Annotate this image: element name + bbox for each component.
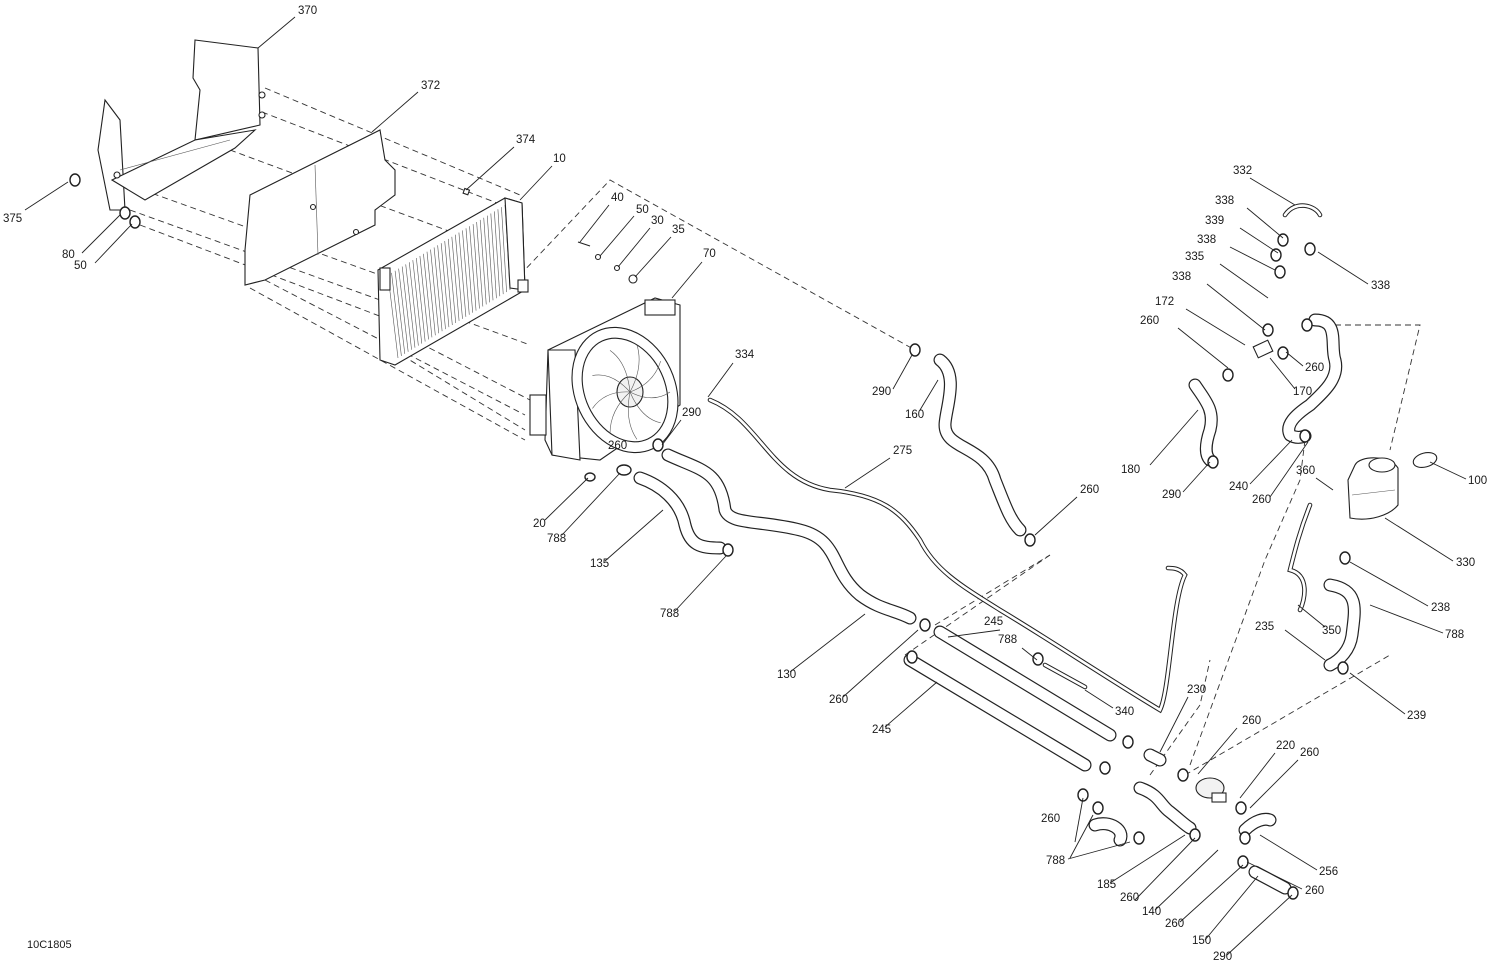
fan-assembly-70 xyxy=(529,297,681,461)
callout-239: 239 xyxy=(1407,710,1426,722)
callout-260-140-right: 260 xyxy=(1305,885,1324,897)
callout-330: 330 xyxy=(1456,557,1475,569)
callout-788-fan: 788 xyxy=(547,533,566,545)
callout-238: 238 xyxy=(1431,602,1450,614)
callout-290-180: 290 xyxy=(1162,489,1181,501)
callout-290-top: 290 xyxy=(872,386,891,398)
callout-350: 350 xyxy=(1322,625,1341,637)
callout-260-therm-right: 260 xyxy=(1300,747,1319,759)
drawing-id: 10C1805 xyxy=(27,939,72,951)
callout-370: 370 xyxy=(298,5,317,17)
hardware-40-50-30-35 xyxy=(577,241,638,284)
callout-260-172: 260 xyxy=(1140,315,1159,327)
callout-20: 20 xyxy=(533,518,546,530)
callout-245-lower: 245 xyxy=(872,724,891,736)
callout-338-c: 338 xyxy=(1172,271,1191,283)
radiator-fins xyxy=(387,204,511,359)
callout-788-pipe: 788 xyxy=(998,634,1017,646)
reservoir-330 xyxy=(1347,452,1438,520)
callout-220: 220 xyxy=(1276,740,1295,752)
callout-360: 360 xyxy=(1296,465,1315,477)
callout-788-res: 788 xyxy=(1445,629,1464,641)
callout-340: 340 xyxy=(1115,706,1134,718)
callout-70: 70 xyxy=(703,248,716,260)
callout-788-hose: 788 xyxy=(660,608,679,620)
callout-80: 80 xyxy=(62,249,75,261)
callout-135: 135 xyxy=(590,558,609,570)
callout-260-130: 260 xyxy=(829,694,848,706)
callout-160: 160 xyxy=(905,409,924,421)
radiator-10 xyxy=(377,197,529,366)
callout-40: 40 xyxy=(611,192,624,204)
callout-240: 240 xyxy=(1229,481,1248,493)
callout-260-240: 260 xyxy=(1305,362,1324,374)
callout-172: 172 xyxy=(1155,296,1174,308)
thermostat-220 xyxy=(1195,777,1227,803)
callout-375: 375 xyxy=(3,213,22,225)
callout-260-lower-left: 260 xyxy=(1041,813,1060,825)
callout-290-bottom: 290 xyxy=(1213,951,1232,963)
callout-374: 374 xyxy=(516,134,536,146)
callout-235: 235 xyxy=(1255,621,1274,633)
callout-150: 150 xyxy=(1192,935,1211,947)
callout-335: 335 xyxy=(1185,251,1204,263)
shroud-372 xyxy=(244,129,396,286)
callout-372: 372 xyxy=(421,80,440,92)
callout-50-left: 50 xyxy=(74,260,87,272)
callout-230: 230 xyxy=(1187,684,1206,696)
callout-260-150: 260 xyxy=(1165,918,1184,930)
callout-338-b: 338 xyxy=(1197,234,1216,246)
callout-140: 140 xyxy=(1142,906,1161,918)
callout-290-fan: 290 xyxy=(682,407,701,419)
callout-334: 334 xyxy=(735,349,755,361)
callout-332: 332 xyxy=(1233,165,1252,177)
callout-35: 35 xyxy=(672,224,685,236)
callout-256: 256 xyxy=(1319,866,1338,878)
fan-blades xyxy=(592,344,671,440)
clamps xyxy=(69,173,1351,900)
callout-260-160: 260 xyxy=(1080,484,1099,496)
callout-245-upper: 245 xyxy=(984,616,1003,628)
leader-lines xyxy=(24,16,1467,956)
thin-tubes xyxy=(707,203,1323,714)
callout-260-therm-top: 260 xyxy=(1242,715,1261,727)
callout-170: 170 xyxy=(1293,386,1312,398)
connector-170 xyxy=(1252,339,1274,359)
callout-338-d: 338 xyxy=(1371,280,1390,292)
callout-788-lower: 788 xyxy=(1046,855,1065,867)
callout-30: 30 xyxy=(651,215,664,227)
hoses xyxy=(633,313,1361,895)
callout-labels: 370 372 374 10 375 80 50 40 50 30 35 70 … xyxy=(3,5,1487,963)
callout-130: 130 xyxy=(777,669,796,681)
callout-260-185: 260 xyxy=(1120,892,1139,904)
fittings-20-788 xyxy=(584,464,632,482)
callout-100: 100 xyxy=(1468,475,1487,487)
callout-180: 180 xyxy=(1121,464,1140,476)
callout-260-fan: 260 xyxy=(608,440,627,452)
callout-50: 50 xyxy=(636,204,649,216)
callout-338-a: 338 xyxy=(1215,195,1234,207)
callout-339: 339 xyxy=(1205,215,1224,227)
bracket-370 xyxy=(97,39,266,211)
callout-185: 185 xyxy=(1097,879,1116,891)
callout-275: 275 xyxy=(893,445,912,457)
callout-260-res: 260 xyxy=(1252,494,1271,506)
callout-10: 10 xyxy=(553,153,566,165)
